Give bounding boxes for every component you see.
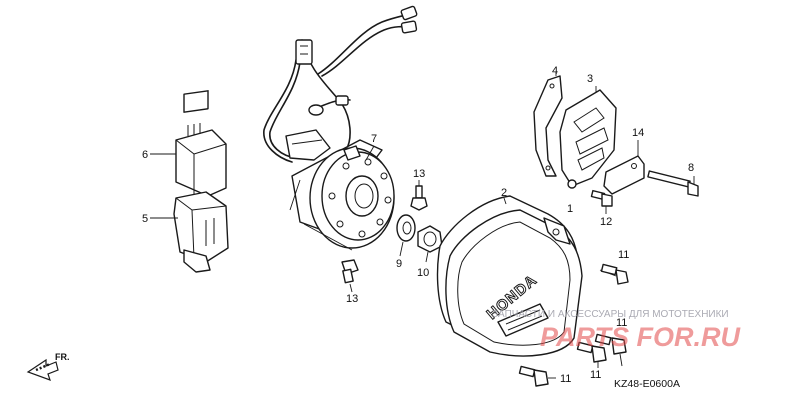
callout-11-b: 11 [616, 317, 627, 329]
small-bolt [590, 189, 613, 214]
watermark-logo: PARTS FOR.RU [540, 322, 742, 352]
bolt-11-a [599, 263, 629, 285]
callout-5: 5 [142, 213, 148, 225]
callout-4: 4 [552, 65, 558, 77]
bolt-11-c [576, 341, 607, 368]
washer [396, 214, 416, 257]
callout-6: 6 [142, 149, 148, 161]
bolt-13-upper [410, 180, 428, 211]
callout-10: 10 [417, 267, 429, 279]
guard-plate [533, 72, 563, 177]
callout-13-lower: 13 [346, 293, 358, 305]
watermark-text: ЗАПЧАСТИ И АКСЕССУАРЫ ДЛЯ МОТОТЕХНИКИ [492, 309, 729, 320]
front-label: FR. [55, 352, 70, 362]
callout-11-a: 11 [618, 249, 629, 261]
callout-3: 3 [587, 73, 593, 85]
callout-12: 12 [600, 216, 612, 228]
diagram-code: KZ48-E0600A [614, 378, 680, 390]
callout-11-d: 11 [560, 373, 571, 385]
front-direction-arrow: FR. [26, 352, 70, 381]
bolt-11-d [518, 365, 556, 387]
long-bolt [647, 170, 699, 197]
sprocket-cover [559, 86, 617, 189]
bolt-11-b [594, 333, 627, 367]
bolt-13-lower [341, 259, 359, 293]
alternator-assembly [263, 5, 418, 251]
callout-13-upper: 13 [413, 168, 425, 180]
callout-11-c: 11 [590, 369, 601, 381]
mount-bracket [603, 140, 645, 195]
callout-14: 14 [632, 127, 644, 139]
left-crankcase-cover: HONDA [445, 209, 583, 357]
cdi-unit [175, 90, 227, 197]
callout-7: 7 [371, 133, 377, 145]
callout-8: 8 [688, 162, 694, 174]
callout-1: 1 [567, 203, 573, 215]
cdi-rubber-mount [173, 191, 229, 273]
callout-2: 2 [501, 187, 507, 199]
callout-9: 9 [396, 258, 402, 270]
